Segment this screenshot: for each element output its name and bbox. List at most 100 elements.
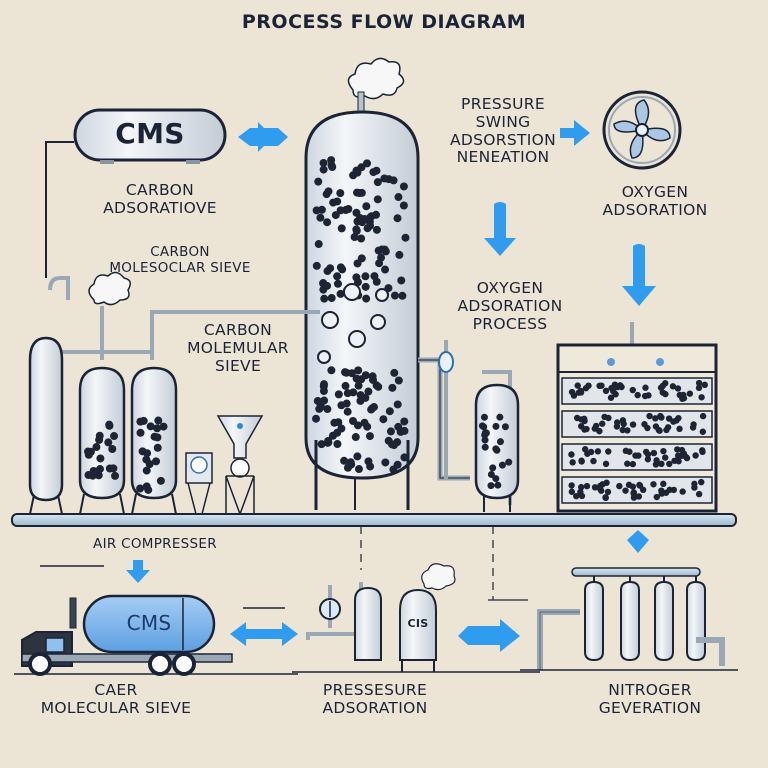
- sieve-pellet: [312, 261, 321, 270]
- sieve-pellet: [384, 175, 393, 184]
- sieve-pellet: [602, 387, 610, 395]
- sieve-pellet: [334, 390, 343, 399]
- sieve-pellet: [660, 447, 667, 455]
- sieve-pellet: [343, 463, 352, 472]
- sieve-pellet: [377, 245, 386, 254]
- sieve-pellet: [144, 485, 153, 494]
- sieve-pellet: [695, 490, 703, 498]
- sieve-pellet: [678, 452, 685, 459]
- sieve-pellet: [671, 457, 678, 464]
- sieve-pellet: [641, 392, 649, 400]
- flow-arrow-icon: [622, 244, 656, 306]
- sieve-pellet: [373, 178, 382, 187]
- flow-arrow-icon: [458, 619, 520, 652]
- sieve-pellet: [585, 382, 592, 389]
- sieve-pellet: [386, 427, 395, 436]
- sieve-pellet: [390, 441, 399, 450]
- label-line: SIEVE: [214, 356, 262, 375]
- sieve-pellet: [598, 382, 605, 389]
- sieve-pellet: [323, 281, 332, 290]
- sieve-pellet: [352, 225, 361, 234]
- truck-tank-label: CMS: [126, 611, 172, 635]
- flow-arrow-icon: [484, 202, 516, 256]
- label-line: MOLECULAR SIEVE: [40, 698, 192, 717]
- sieve-pellet: [319, 387, 328, 396]
- sieve-pellet: [352, 166, 361, 175]
- flow-arrow-icon: [230, 622, 298, 646]
- sieve-pellet: [401, 233, 410, 242]
- sieve-pellet: [630, 489, 637, 496]
- sieve-pellet: [334, 418, 343, 427]
- sieve-pellet: [642, 384, 649, 391]
- sieve-pellet: [602, 494, 609, 502]
- label-line: MOLEMULAR: [187, 338, 289, 357]
- sieve-pellet: [575, 389, 583, 396]
- sieve-pellet: [96, 465, 105, 474]
- sieve-pellet: [492, 422, 500, 430]
- sieve-pellet: [381, 265, 390, 274]
- left-vessel-cluster: [28, 271, 320, 515]
- sieve-pellet: [329, 198, 338, 207]
- sieve-pellet: [646, 412, 653, 420]
- sieve-pellet: [619, 426, 626, 434]
- nitroger-generation-label: NITROGER GEVERATION: [570, 681, 730, 718]
- sieve-pellet: [400, 417, 409, 426]
- sieve-pellet: [400, 426, 409, 435]
- sieve-pellet: [568, 488, 576, 495]
- sieve-pellet: [698, 394, 705, 401]
- steam-cloud-icon: [88, 271, 131, 306]
- label-line: CARBON: [125, 181, 195, 199]
- sieve-pellet: [355, 189, 364, 198]
- small-tank-label: CIS: [407, 617, 429, 630]
- sieve-pellet: [337, 224, 346, 233]
- sieve-pellet: [629, 421, 637, 428]
- sieve-pellet: [610, 387, 617, 395]
- sieve-pellet: [370, 272, 379, 281]
- sieve-pellet: [94, 471, 103, 480]
- sieve-pellet: [354, 366, 363, 375]
- sieve-pellet: [336, 206, 345, 215]
- nitrogen-column: [654, 580, 674, 662]
- sieve-pellet: [604, 488, 612, 496]
- sieve-pellet: [324, 187, 333, 196]
- sieve-pellet: [695, 384, 703, 392]
- sieve-pellet: [481, 436, 489, 444]
- sieve-pellet: [153, 443, 162, 452]
- sieve-pellet: [343, 407, 352, 416]
- flow-arrow-icon: [560, 120, 590, 146]
- sieve-pellet: [680, 395, 688, 402]
- oxygen-adsoration-label: OXYGEN ADSORATION: [580, 183, 730, 220]
- label-line: OXYGEN: [476, 279, 544, 297]
- sieve-pellet: [505, 458, 513, 466]
- sieve-pellet: [630, 494, 638, 501]
- label-line: GEVERATION: [598, 698, 702, 717]
- sieve-pellet: [142, 455, 151, 464]
- sieve-pellet: [679, 488, 686, 495]
- sieve-pellet: [320, 294, 329, 303]
- sieve-pellet: [369, 168, 378, 177]
- sieve-pellet: [578, 483, 585, 491]
- sieve-pellet: [354, 465, 363, 474]
- sieve-pellet: [481, 443, 489, 451]
- sieve-pellet: [364, 457, 373, 466]
- sieve-pellet: [577, 488, 584, 496]
- label-line: SWING: [475, 112, 531, 131]
- sieve-pellet: [327, 293, 336, 302]
- sieve-pellet: [498, 461, 506, 469]
- sieve-pellet: [316, 213, 325, 222]
- sieve-pellet: [650, 481, 657, 488]
- sieve-pellets: [312, 156, 410, 474]
- sieve-pellet: [385, 407, 394, 416]
- sieve-pellet: [662, 454, 669, 461]
- sieve-pellet: [397, 276, 406, 285]
- sieve-pellet: [699, 428, 707, 435]
- carbon-adsorative-label: CARBON ADSORATIOVE: [60, 181, 260, 218]
- sieve-pellet: [489, 464, 497, 472]
- caer-molecular-sieve-label: CAER MOLECULAR SIEVE: [16, 681, 216, 718]
- sieve-pellet: [368, 372, 377, 381]
- sieve-pellet: [361, 282, 370, 291]
- sieve-pellet: [136, 417, 145, 426]
- sieve-pellet: [650, 449, 658, 457]
- sieve-pellet: [111, 471, 120, 480]
